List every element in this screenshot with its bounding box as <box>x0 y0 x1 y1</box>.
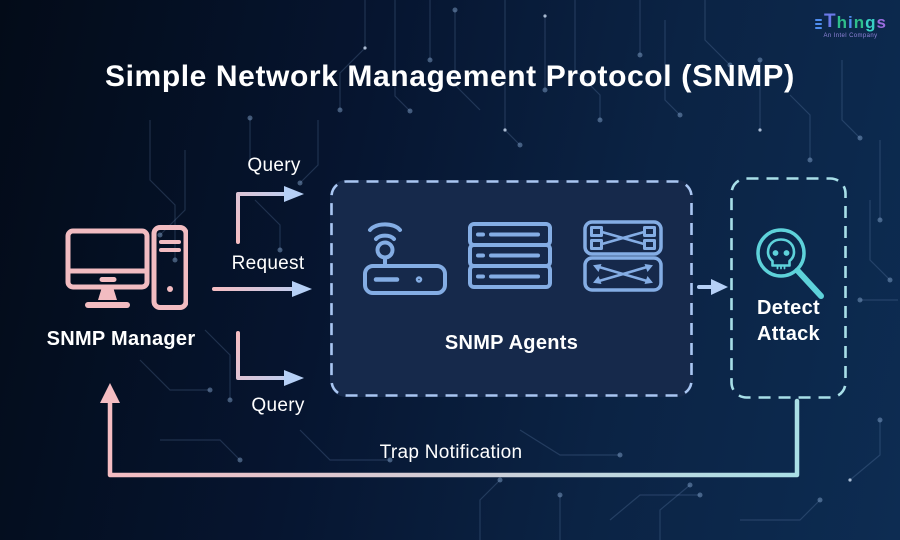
logo-letter: g <box>865 13 876 32</box>
snmp-agents-label: SNMP Agents <box>444 332 579 354</box>
query-bottom-label: Query <box>251 395 305 416</box>
desktop-computer-icon <box>65 225 188 310</box>
logo-letter: i <box>848 13 853 32</box>
logo-mark-icon <box>815 19 823 29</box>
logo-letter: T <box>824 11 836 32</box>
page-title: Simple Network Management Protocol(SNMP) <box>0 58 900 94</box>
brand-logo: T h i n g s An Intel Company <box>815 12 886 39</box>
query-top-label: Query <box>247 155 301 176</box>
snmp-manager-label: SNMP Manager <box>46 328 196 350</box>
wireless-router-icon <box>363 222 447 295</box>
snmp-agents-box: SNMP Agents <box>330 180 693 397</box>
page-title-main: Simple Network Management Protocol <box>105 60 673 93</box>
agents-box-dashed-border <box>330 180 693 397</box>
page-title-highlight: (SNMP) <box>681 58 795 93</box>
detect-label-line1: Detect <box>757 297 820 319</box>
logo-tagline: An Intel Company <box>823 33 878 39</box>
logo-letter: s <box>876 13 886 32</box>
detect-label-line2: Attack <box>757 323 820 345</box>
server-rack-icon <box>468 222 552 289</box>
logo-letter: n <box>853 13 865 32</box>
network-switch-icon <box>583 220 663 292</box>
skull-magnifier-icon <box>756 228 824 299</box>
detect-attack-label: Detect Attack <box>730 295 847 347</box>
logo-letter: h <box>836 13 848 32</box>
detect-box-dashed-border <box>730 177 847 399</box>
request-label: Request <box>231 253 305 274</box>
trap-notification-label: Trap Notification <box>379 442 523 463</box>
detect-attack-box: Detect Attack <box>730 177 847 399</box>
